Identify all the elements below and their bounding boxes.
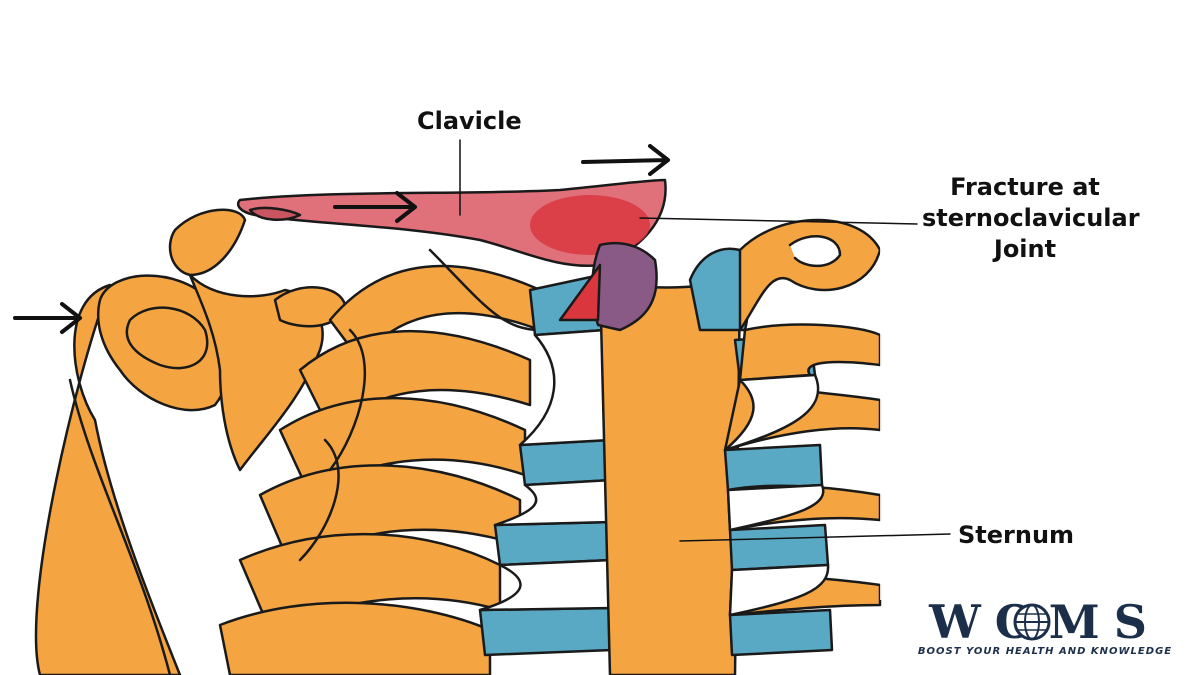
humerus-detail bbox=[125, 306, 209, 370]
woms-logo: WOMS BOOST YOUR HEALTH AND KNOWLEDGE bbox=[910, 599, 1180, 662]
rib-hook-right bbox=[788, 235, 842, 268]
right-fade bbox=[880, 200, 1200, 600]
white-gaps-left bbox=[478, 328, 614, 612]
acromion bbox=[168, 208, 247, 277]
ribs-left bbox=[218, 248, 542, 675]
arrow-right-icon bbox=[13, 302, 82, 334]
fracture-label-line2: sternoclavicular bbox=[922, 204, 1140, 232]
fracture-label-line1: Fracture at bbox=[950, 173, 1100, 201]
humerus-shaft bbox=[68, 378, 172, 675]
fracture-tip bbox=[558, 263, 602, 322]
clavicle-label: Clavicle bbox=[417, 107, 522, 135]
fracture-label-line3: Joint bbox=[993, 235, 1057, 263]
globe-icon bbox=[1013, 603, 1051, 641]
arrow-right-icon bbox=[333, 191, 417, 223]
logo-tagline: BOOST YOUR HEALTH AND KNOWLEDGE bbox=[917, 646, 1173, 657]
sternum bbox=[598, 278, 742, 675]
arrow-right-icon bbox=[581, 144, 670, 176]
sternum-label: Sternum bbox=[958, 521, 1075, 549]
cartilage-left bbox=[478, 273, 614, 657]
sternum-leader bbox=[679, 533, 951, 542]
fracture-area bbox=[530, 195, 650, 255]
white-gaps-right bbox=[723, 373, 830, 617]
fracture-leader bbox=[639, 217, 918, 225]
fracture-label: Fracture at sternoclavicular Joint bbox=[922, 172, 1140, 265]
humerus bbox=[34, 283, 182, 675]
clavicle-end bbox=[248, 206, 302, 221]
